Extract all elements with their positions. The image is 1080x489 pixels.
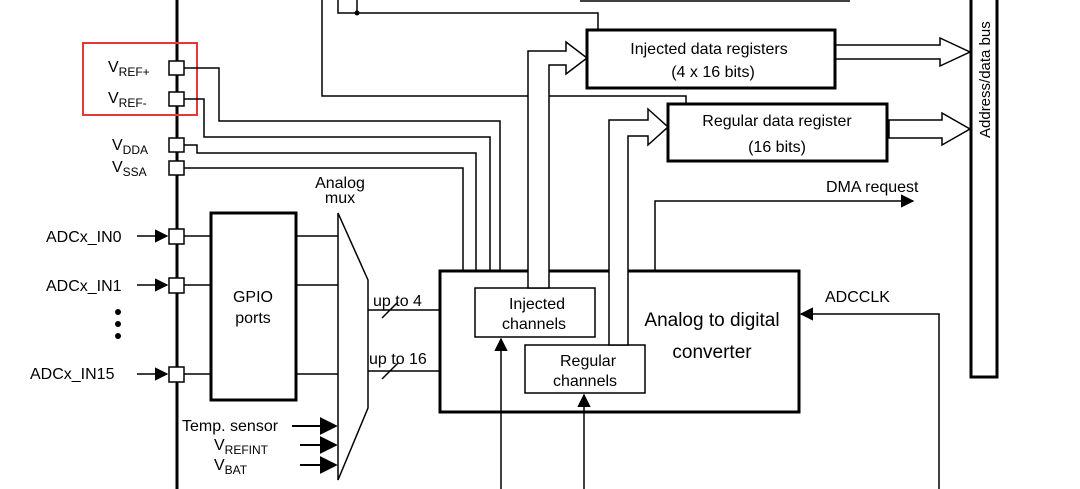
injected-data-registers-box bbox=[585, 28, 837, 90]
pin-to-gpio-wires bbox=[184, 235, 338, 375]
address-data-bus bbox=[969, 0, 999, 379]
gpio-label-1: GPIO bbox=[233, 289, 273, 306]
label-vref-minus: VREF- bbox=[108, 90, 147, 110]
injected-regs-label-2: (4 x 16 bits) bbox=[671, 64, 755, 81]
label-adc-in15: ADCx_IN15 bbox=[30, 366, 115, 383]
injected-channels-label-2: channels bbox=[502, 316, 566, 333]
pin-vdda bbox=[168, 137, 185, 153]
regular-channels-label-2: channels bbox=[553, 373, 617, 390]
junction-dot bbox=[354, 10, 360, 16]
reference-wires bbox=[184, 0, 687, 271]
slash-upto4 bbox=[381, 301, 399, 319]
mux-label-1: Analog bbox=[315, 175, 365, 192]
pin-vref-minus bbox=[168, 91, 185, 107]
label-up-to-4: up to 4 bbox=[373, 293, 422, 310]
injected-regs-label-1: Injected data registers bbox=[630, 41, 787, 58]
label-vref-plus: VREF+ bbox=[108, 59, 150, 79]
pin-vref-plus bbox=[168, 60, 185, 76]
label-vbat: VBAT bbox=[214, 457, 248, 477]
mux-label-2: mux bbox=[325, 190, 355, 207]
label-vrefint: VREFINT bbox=[214, 437, 269, 457]
regular-data-register-box bbox=[666, 102, 889, 163]
bus-label: Address/data bus bbox=[977, 21, 994, 138]
pin-in15 bbox=[168, 366, 185, 383]
adc-label-2: converter bbox=[672, 342, 752, 363]
slash-upto16 bbox=[381, 362, 399, 380]
regular-channels-box bbox=[524, 344, 646, 394]
ellipsis-dots bbox=[115, 309, 121, 339]
analog-mux bbox=[337, 212, 369, 481]
injected-channels-box bbox=[474, 287, 596, 338]
regular-reg-label-1: Regular data register bbox=[702, 113, 852, 130]
dma-request-wire bbox=[654, 194, 915, 271]
label-adcclk: ADCCLK bbox=[825, 289, 890, 306]
regular-channels-label-1: Regular bbox=[560, 353, 617, 370]
gpio-ports-box bbox=[209, 211, 298, 402]
label-up-to-16: up to 16 bbox=[369, 351, 427, 368]
pin-in1 bbox=[168, 277, 185, 294]
regular-reg-label-2: (16 bits) bbox=[748, 139, 806, 156]
gpio-label-2: ports bbox=[235, 310, 271, 327]
vref-highlight-box bbox=[82, 42, 198, 116]
pin-squares bbox=[168, 60, 185, 383]
pin-vssa bbox=[168, 160, 185, 176]
label-adc-in0: ADCx_IN0 bbox=[46, 229, 122, 246]
label-temp-sensor: Temp. sensor bbox=[182, 418, 279, 435]
label-vssa: VSSA bbox=[112, 159, 147, 179]
label-vdda: VDDA bbox=[112, 137, 148, 157]
injected-channels-label-1: Injected bbox=[509, 296, 565, 313]
label-dma-request: DMA request bbox=[826, 179, 919, 196]
adc-label-1: Analog to digital bbox=[644, 310, 779, 331]
pin-in0 bbox=[168, 228, 185, 245]
label-adc-in1: ADCx_IN1 bbox=[46, 278, 122, 295]
adcclk-wire bbox=[799, 307, 940, 489]
data-flow-arrows bbox=[527, 36, 972, 346]
